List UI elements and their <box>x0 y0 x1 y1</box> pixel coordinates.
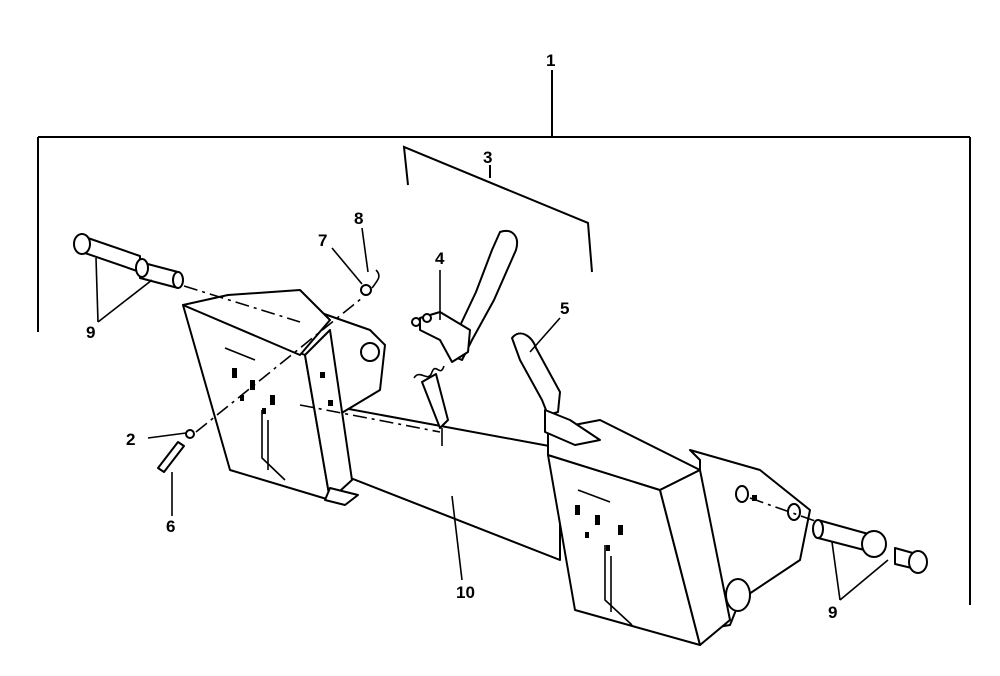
small-hardware <box>157 269 380 473</box>
right-lever <box>511 332 601 446</box>
right-pins <box>812 519 928 574</box>
callout-2: 2 <box>126 430 135 449</box>
left-pins <box>73 233 184 289</box>
pin-6 <box>157 441 185 473</box>
left-mount-plate <box>182 289 386 506</box>
callout-1: 1 <box>546 51 555 70</box>
callout-8: 8 <box>354 209 363 228</box>
assembly-centerlines <box>183 285 819 523</box>
callout-10: 10 <box>456 583 475 602</box>
assembly-bracket <box>37 70 971 605</box>
clip-8 <box>371 269 380 289</box>
callout-9-left: 9 <box>86 323 95 342</box>
callout-4: 4 <box>435 249 445 268</box>
callout-9-right: 9 <box>828 603 837 622</box>
callout-7: 7 <box>318 231 327 250</box>
callout-6: 6 <box>166 517 175 536</box>
nut-2 <box>185 429 195 439</box>
callout-5: 5 <box>560 299 569 318</box>
washer-7 <box>360 284 372 296</box>
spring-latch-pin <box>413 365 449 446</box>
right-mount-plate <box>547 419 811 646</box>
callout-3: 3 <box>483 148 492 167</box>
subassembly-bracket <box>402 145 593 273</box>
callout-labels: 1 2 3 4 5 6 7 8 9 9 10 <box>86 51 837 622</box>
leader-lines <box>95 227 889 601</box>
handle-lever <box>411 230 518 363</box>
